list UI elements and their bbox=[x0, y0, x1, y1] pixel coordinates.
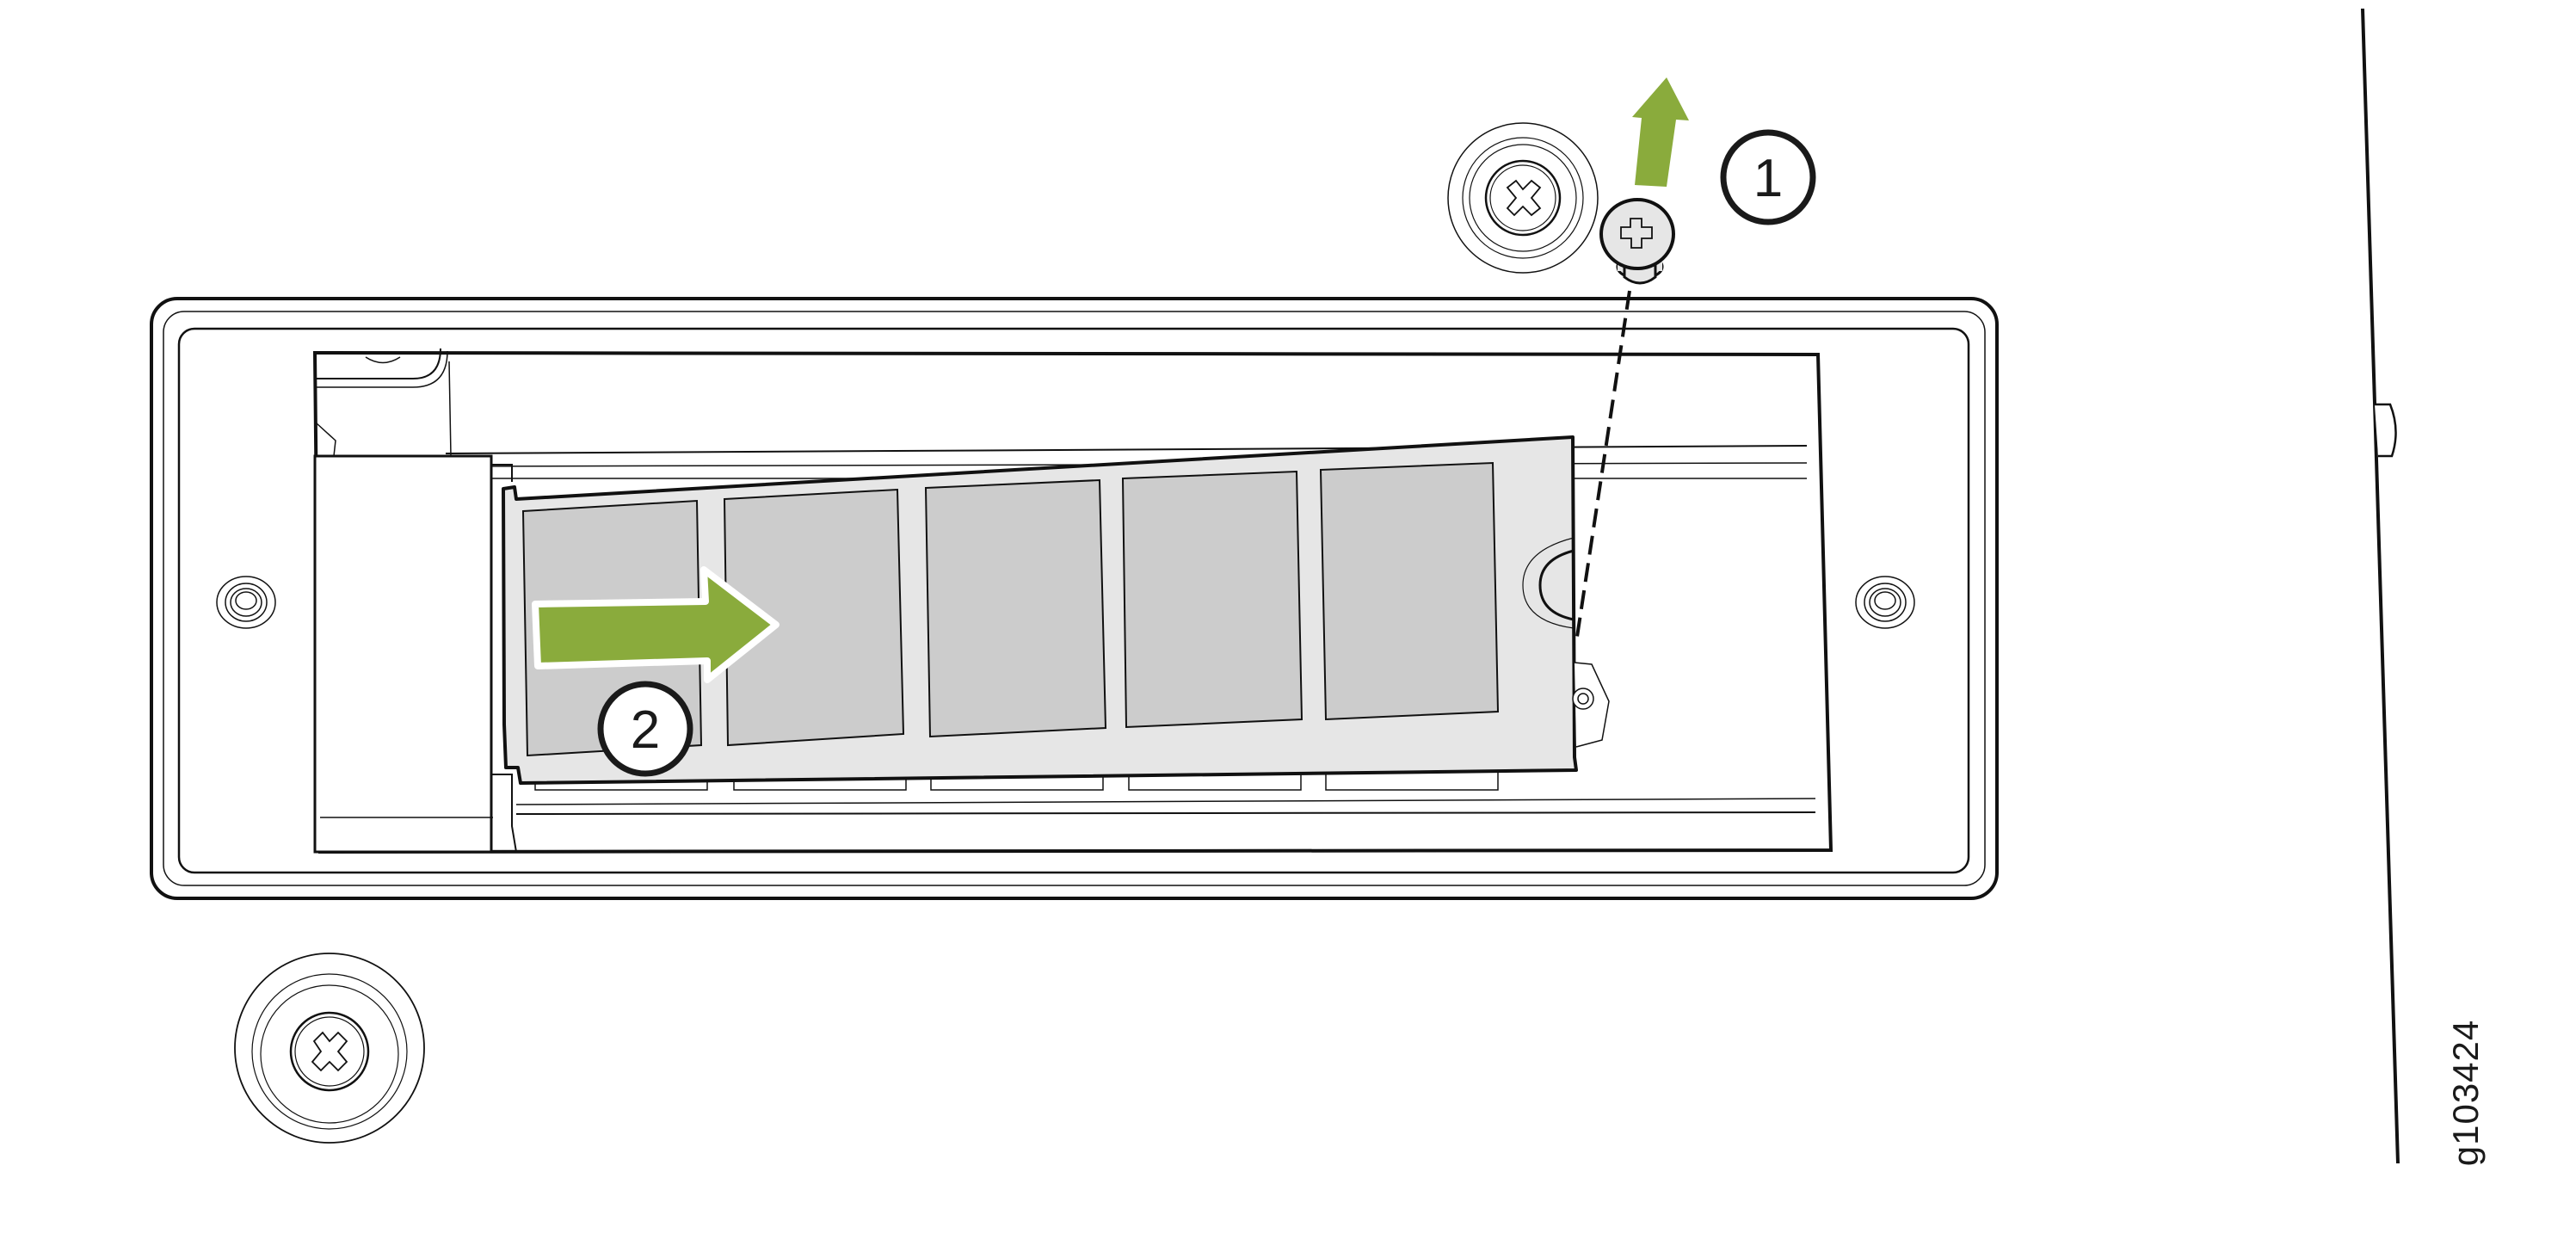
figure-id-label: g103424 bbox=[2445, 1019, 2486, 1167]
svg-text:2: 2 bbox=[631, 700, 660, 760]
mounting-hole-left bbox=[216, 576, 276, 629]
callout-2: 2 bbox=[597, 681, 693, 777]
remove-arrow-icon bbox=[1632, 77, 1689, 187]
callout-1: 1 bbox=[1720, 129, 1816, 225]
side-view-edge bbox=[2361, 8, 2400, 1164]
mounting-hole-right bbox=[1855, 576, 1915, 629]
chassis-tray bbox=[150, 297, 1999, 900]
slide-arrow-icon bbox=[532, 566, 780, 683]
m2-retaining-screw bbox=[1599, 198, 1675, 285]
chassis-screw-bottom bbox=[234, 953, 425, 1144]
memory-chips bbox=[521, 461, 1500, 757]
m2-connector bbox=[313, 454, 517, 854]
svg-text:1: 1 bbox=[1753, 149, 1783, 208]
m2-ssd-module bbox=[502, 435, 1610, 785]
alignment-dashed-line bbox=[1575, 290, 1631, 638]
standoff-icon bbox=[1572, 662, 1610, 748]
chassis-screw-top bbox=[1447, 122, 1599, 274]
